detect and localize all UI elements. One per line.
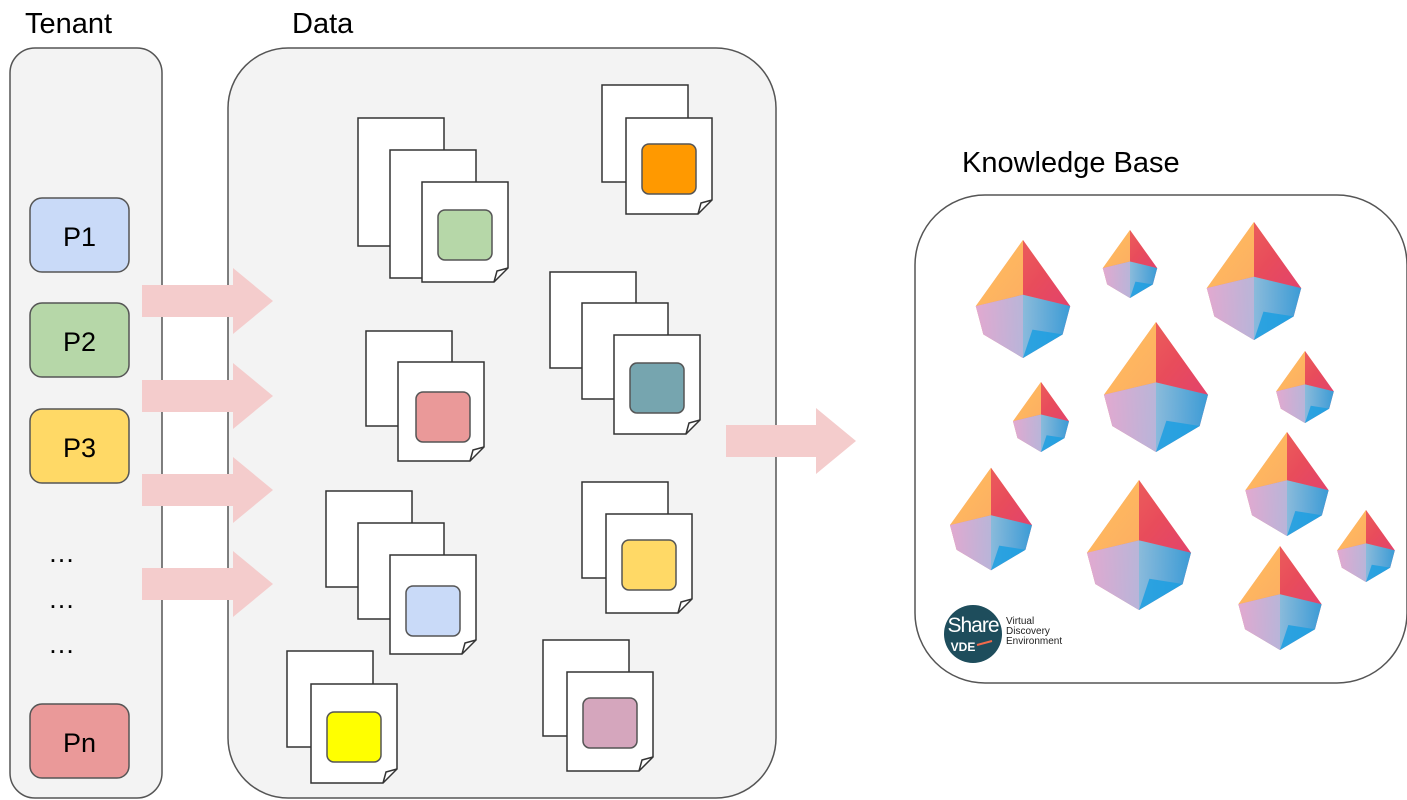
flow-arrow <box>142 268 273 334</box>
tenant-label: P1 <box>63 222 96 252</box>
tenant-label: Pn <box>63 728 96 758</box>
sharevde-logo: Share VDE <box>944 605 1002 663</box>
document-stack <box>601 84 713 215</box>
logo-caption-line: Virtual <box>1006 616 1035 627</box>
logo-badge-text: VDE <box>951 640 976 654</box>
tenant-label: P3 <box>63 433 96 463</box>
data-title: Data <box>292 8 354 40</box>
flow-arrow-to-kb <box>726 408 856 474</box>
tenant-chip <box>29 408 130 484</box>
document-tag <box>629 362 685 414</box>
document-stack <box>581 481 693 614</box>
ellipsis-row: … <box>48 538 75 568</box>
tenant-chip <box>29 703 130 779</box>
document-stack <box>542 639 654 772</box>
logo-word: Share <box>947 614 998 637</box>
logo-badge <box>944 605 1002 663</box>
knowledge-base-title: Knowledge Base <box>962 147 1180 179</box>
document-tag <box>326 711 382 763</box>
flow-arrow <box>142 363 273 429</box>
document-tag <box>415 391 471 443</box>
ellipsis-row: … <box>48 629 75 659</box>
tenant-chip <box>29 302 130 378</box>
tenant-chip <box>29 197 130 273</box>
document-stack <box>365 330 485 462</box>
flow-arrow <box>142 551 273 617</box>
flow-arrow <box>142 457 273 523</box>
logo-caption-line: Environment <box>1006 636 1063 647</box>
document-tag <box>582 697 638 749</box>
tenant-item-pn[interactable]: Pn <box>29 703 130 779</box>
document-tag <box>405 585 461 637</box>
tenant-label: P2 <box>63 327 96 357</box>
logo-caption-line: Discovery <box>1006 626 1050 637</box>
ellipsis-row: … <box>48 584 75 614</box>
document-tag <box>437 209 493 261</box>
document-stack <box>325 490 477 655</box>
document-stack <box>549 271 701 435</box>
document-stack <box>286 650 398 784</box>
logo-caption: Virtual Discovery Environment <box>1006 617 1062 647</box>
document-tag <box>641 143 697 195</box>
tenant-item-p1[interactable]: P1 <box>29 197 130 273</box>
tenant-item-p2[interactable]: P2 <box>29 302 130 378</box>
tenant-title: Tenant <box>25 8 112 40</box>
tenant-item-p3[interactable]: P3 <box>29 408 130 484</box>
document-stack <box>357 117 509 283</box>
document-tag <box>621 539 677 591</box>
